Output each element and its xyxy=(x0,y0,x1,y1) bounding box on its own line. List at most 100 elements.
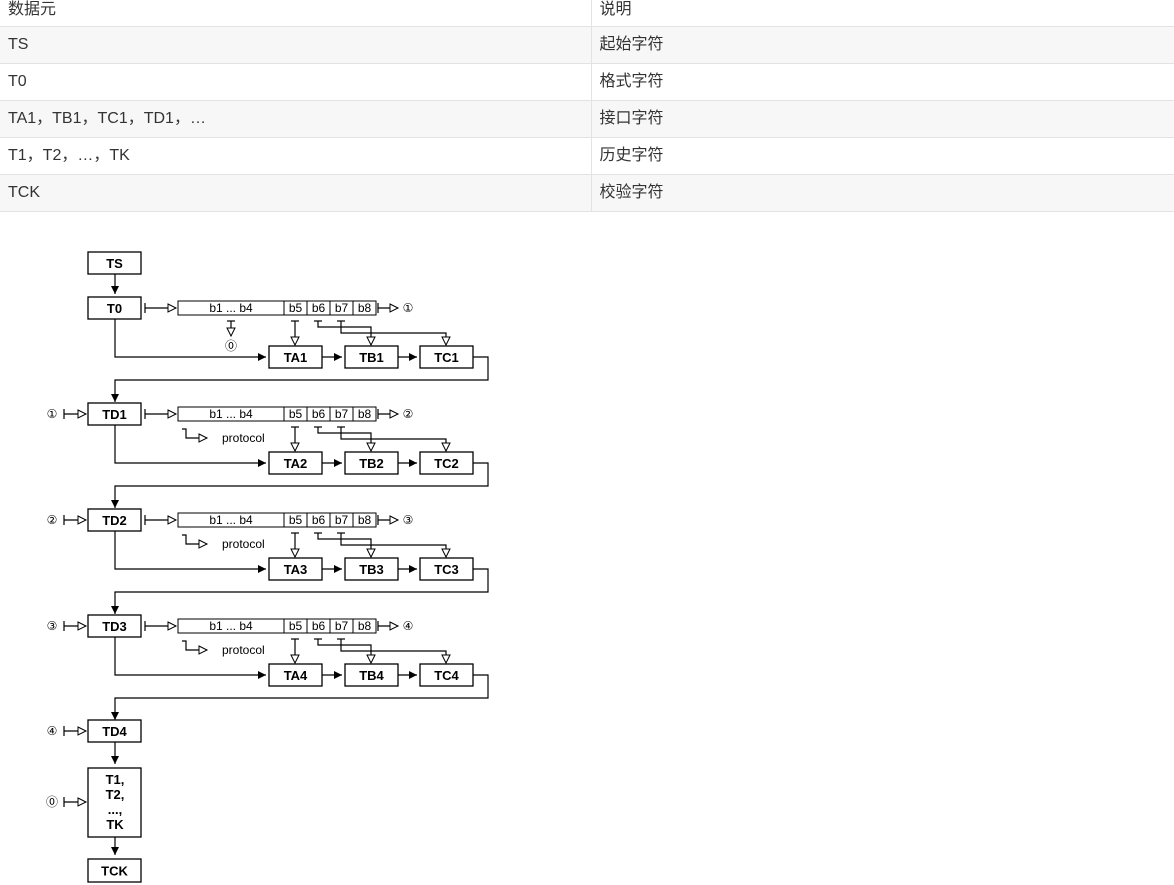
block-2-protocol-label: protocol xyxy=(222,431,265,445)
block-1-td-label: T0 xyxy=(107,301,122,316)
cell-description: 校验字符 xyxy=(591,174,1174,212)
block-4-protocol-label: protocol xyxy=(222,643,265,657)
block-3-bit-b5-label: b5 xyxy=(289,513,303,527)
block-3-bit-b8-label: b8 xyxy=(358,513,372,527)
block-2-tc-label: TC2 xyxy=(434,456,459,471)
block-1-tb-label: TB1 xyxy=(359,350,384,365)
block-2-bit-b5-label: b5 xyxy=(289,407,303,421)
tck-box xyxy=(87,858,142,883)
historical-line-4: TK xyxy=(106,817,124,832)
block-1-bit-b8-box xyxy=(352,300,377,316)
cell-description: 历史字符 xyxy=(591,137,1174,175)
block-3-td-label: TD2 xyxy=(102,513,127,528)
historical-line-2: T2, xyxy=(106,787,125,802)
block-3-bits-low-label: b1 ... b4 xyxy=(209,513,253,527)
block-3-out-marker: ③ xyxy=(403,513,414,527)
block-4-out-marker: ④ xyxy=(403,619,414,633)
table-row: T0 格式字符 xyxy=(0,63,1174,101)
table-row: TCK 校验字符 xyxy=(0,174,1174,212)
header-data-element: 数据元 xyxy=(0,0,592,27)
tck-label: TCK xyxy=(101,864,128,879)
block-2-bit-b7-label: b7 xyxy=(335,407,349,421)
block-3-tc-label: TC3 xyxy=(434,562,459,577)
block-3-in-marker: ② xyxy=(47,513,58,527)
block-1-low-marker: ⓪ xyxy=(225,339,237,353)
cell-description: 接口字符 xyxy=(591,100,1174,138)
block-2-bit-b8-box xyxy=(352,406,377,422)
block-4-bit-b6-label: b6 xyxy=(312,619,326,633)
block-2-bits-low-label: b1 ... b4 xyxy=(209,407,253,421)
ts-label: TS xyxy=(106,256,123,271)
block-3-bit-b6-label: b6 xyxy=(312,513,326,527)
block-4-td-label: TD3 xyxy=(102,619,127,634)
cell-description: 格式字符 xyxy=(591,63,1174,101)
block-2-in-marker: ① xyxy=(47,407,58,421)
block-1-tc-label: TC1 xyxy=(434,350,459,365)
block-4-b6-arrow xyxy=(317,639,376,665)
block-3-bit-b8-box xyxy=(352,512,377,528)
block-4-b7-arrow xyxy=(340,639,451,665)
block-2-bit-b8-label: b8 xyxy=(358,407,372,421)
block-1-bit-b6-label: b6 xyxy=(312,301,326,315)
td4-in-marker: ④ xyxy=(47,724,58,738)
block-3-b7-arrow xyxy=(340,533,451,559)
atr-elements-table: 数据元 说明 TS 起始字符 T0 格式字符 TA1，TB1，TC1，TD1，…… xyxy=(0,0,1174,212)
cell-element: TCK xyxy=(0,174,592,212)
block-2-bit-b6-label: b6 xyxy=(312,407,326,421)
historical-box xyxy=(87,767,142,838)
cell-element: TA1，TB1，TC1，TD1，… xyxy=(0,100,592,138)
cell-element: T0 xyxy=(0,63,592,101)
block-2-td-to-ta-arrow xyxy=(114,425,266,467)
block-4-tb-label: TB4 xyxy=(359,668,384,683)
table-row: TA1，TB1，TC1，TD1，… 接口字符 xyxy=(0,100,1174,138)
block-4-in-marker: ③ xyxy=(47,619,58,633)
block-4-bit-b7-label: b7 xyxy=(335,619,349,633)
block-1-out-marker: ① xyxy=(403,301,414,315)
block-3-b6-arrow xyxy=(317,533,376,559)
block-3-wrap-arrow xyxy=(111,568,489,614)
block-4-wrap-arrow xyxy=(111,674,489,720)
block-2-ta-label: TA2 xyxy=(284,456,308,471)
block-1-b6-arrow xyxy=(317,321,376,347)
cell-element: T1，T2，…，TK xyxy=(0,137,592,175)
block-4-bits-low-label: b1 ... b4 xyxy=(209,619,253,633)
block-2-td-label: TD1 xyxy=(102,407,127,422)
block-1-wrap-arrow xyxy=(111,356,489,402)
table-row: TS 起始字符 xyxy=(0,26,1174,64)
historical-line-1: T1, xyxy=(106,772,125,787)
block-2-b6-arrow xyxy=(317,427,376,453)
block-4-td-to-ta-arrow xyxy=(114,637,266,679)
block-4-ta-label: TA4 xyxy=(284,668,308,683)
td4-label: TD4 xyxy=(102,724,127,739)
block-2-b7-arrow xyxy=(340,427,451,453)
block-2-tb-label: TB2 xyxy=(359,456,384,471)
block-4-bit-b8-box xyxy=(352,618,377,634)
block-1-bit-b8-label: b8 xyxy=(358,301,372,315)
block-3-bit-b7-label: b7 xyxy=(335,513,349,527)
block-3-protocol-arrow xyxy=(182,534,209,549)
block-3-ta-label: TA3 xyxy=(284,562,308,577)
block-2-wrap-arrow xyxy=(111,462,489,508)
table-header-row: 数据元 说明 xyxy=(0,0,1174,27)
block-4-tc-label: TC4 xyxy=(434,668,459,683)
block-1-td-to-ta-arrow xyxy=(114,319,266,361)
block-1-bits-low-label: b1 ... b4 xyxy=(209,301,253,315)
block-1-bit-b5-label: b5 xyxy=(289,301,303,315)
historical-line-3: ..., xyxy=(108,802,122,817)
block-1-bit-b7-label: b7 xyxy=(335,301,349,315)
block-2-protocol-arrow xyxy=(182,428,209,443)
block-4-protocol-arrow xyxy=(182,640,209,655)
block-1-b7-arrow xyxy=(340,321,451,347)
block-3-td-to-ta-arrow xyxy=(114,531,266,573)
block-3-protocol-label: protocol xyxy=(222,537,265,551)
block-2-out-marker: ② xyxy=(403,407,414,421)
table-row: T1，T2，…，TK 历史字符 xyxy=(0,137,1174,175)
block-1-ta-label: TA1 xyxy=(284,350,308,365)
cell-description: 起始字符 xyxy=(591,26,1174,64)
header-description: 说明 xyxy=(591,0,1174,27)
cell-element: TS xyxy=(0,26,592,64)
block-3-tb-label: TB3 xyxy=(359,562,384,577)
block-4-bit-b5-label: b5 xyxy=(289,619,303,633)
historical-in-marker: ⓪ xyxy=(46,795,58,809)
